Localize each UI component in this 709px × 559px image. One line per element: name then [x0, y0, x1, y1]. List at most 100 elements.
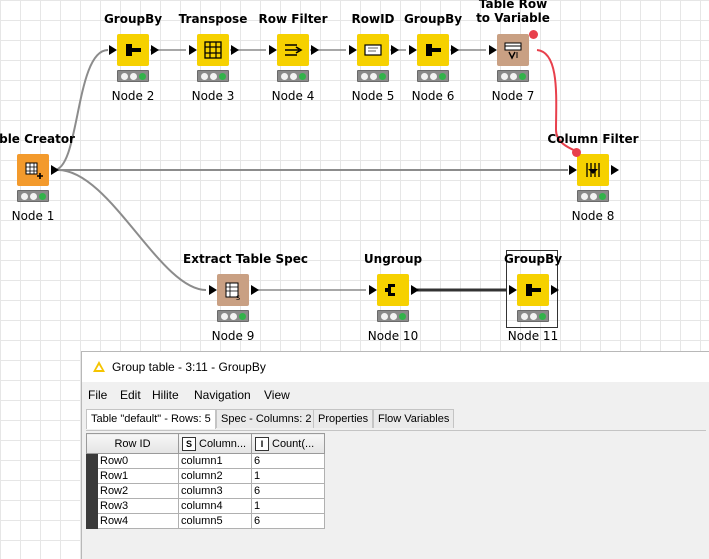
- node-title[interactable]: to Variable: [476, 11, 550, 25]
- status-green-light: [539, 313, 546, 320]
- rowid-icon[interactable]: [357, 34, 389, 66]
- menu-navigation[interactable]: Navigation: [194, 388, 251, 402]
- node-title[interactable]: GroupBy: [103, 12, 163, 26]
- variable-input-port[interactable]: [572, 148, 581, 157]
- column-filter-icon[interactable]: [577, 154, 609, 186]
- node-label[interactable]: Node 5: [351, 89, 395, 103]
- node-label[interactable]: Node 4: [271, 89, 315, 103]
- node-status-traffic-light: [497, 70, 529, 82]
- output-port[interactable]: [391, 45, 399, 55]
- input-port[interactable]: [209, 285, 217, 295]
- node-title[interactable]: RowID: [351, 12, 395, 26]
- output-port[interactable]: [611, 165, 619, 175]
- ungroup-icon[interactable]: [377, 274, 409, 306]
- node-status-traffic-light: [117, 70, 149, 82]
- status-light: [421, 73, 428, 80]
- groupby-icon[interactable]: [417, 34, 449, 66]
- variable-output-port[interactable]: [529, 30, 538, 39]
- output-port[interactable]: [311, 45, 319, 55]
- node-title[interactable]: GroupBy: [503, 252, 563, 266]
- status-green-light: [39, 193, 46, 200]
- output-port[interactable]: [251, 285, 259, 295]
- output-port[interactable]: [551, 285, 559, 295]
- count-cell: 6: [251, 513, 325, 529]
- node-title[interactable]: Row Filter: [258, 12, 328, 26]
- node-label[interactable]: Node 3: [191, 89, 235, 103]
- status-light: [361, 73, 368, 80]
- node-label[interactable]: Node 11: [507, 329, 559, 343]
- header-rowid[interactable]: Row ID: [86, 433, 179, 454]
- output-port[interactable]: [231, 45, 239, 55]
- node-label[interactable]: Node 10: [367, 329, 419, 343]
- transpose-icon[interactable]: [197, 34, 229, 66]
- row-filter-icon[interactable]: [277, 34, 309, 66]
- node-rowid-5[interactable]: RowID Node 5: [323, 0, 423, 110]
- menu-file[interactable]: File: [88, 388, 108, 402]
- menu-edit[interactable]: Edit: [120, 388, 141, 402]
- input-port[interactable]: [109, 45, 117, 55]
- table-row-to-variable-icon[interactable]: [497, 34, 529, 66]
- row-id-cell: Row2: [97, 483, 179, 499]
- row-id-cell: Row4: [97, 513, 179, 529]
- node-label[interactable]: Node 8: [571, 209, 615, 223]
- table-creator-icon[interactable]: [17, 154, 49, 186]
- status-light: [530, 313, 537, 320]
- node-title[interactable]: Column Filter: [547, 132, 639, 146]
- window-titlebar[interactable]: Group table - 3:11 - GroupBy: [82, 352, 709, 382]
- node-label[interactable]: Node 6: [411, 89, 455, 103]
- input-port[interactable]: [489, 45, 497, 55]
- column-cell: column1: [178, 453, 252, 469]
- node-label[interactable]: Node 2: [111, 89, 155, 103]
- tab-spec[interactable]: Spec - Columns: 2: [216, 409, 317, 428]
- input-port[interactable]: [409, 45, 417, 55]
- node-title[interactable]: Extract Table Spec: [183, 252, 308, 266]
- tab-table[interactable]: Table "default" - Rows: 5: [86, 409, 216, 429]
- groupby-icon[interactable]: [117, 34, 149, 66]
- node-label[interactable]: Node 9: [211, 329, 255, 343]
- tab-flow-variables[interactable]: Flow Variables: [373, 409, 455, 428]
- output-port[interactable]: [151, 45, 159, 55]
- menu-hilite[interactable]: Hilite: [152, 388, 179, 402]
- node-label[interactable]: Node 1: [11, 209, 55, 223]
- status-light: [201, 73, 208, 80]
- node-title[interactable]: GroupBy: [403, 12, 463, 26]
- node-title[interactable]: Transpose: [178, 12, 248, 26]
- input-port[interactable]: [369, 285, 377, 295]
- output-port[interactable]: [51, 165, 59, 175]
- menu-view[interactable]: View: [264, 388, 290, 402]
- node-title[interactable]: Table Row: [478, 0, 548, 11]
- tab-properties[interactable]: Properties: [313, 409, 374, 428]
- input-port[interactable]: [509, 285, 517, 295]
- input-port[interactable]: [569, 165, 577, 175]
- input-port[interactable]: [189, 45, 197, 55]
- extract-table-spec-icon[interactable]: s: [217, 274, 249, 306]
- input-port[interactable]: [269, 45, 277, 55]
- node-label[interactable]: Node 7: [491, 89, 535, 103]
- node-title[interactable]: Ungroup: [363, 252, 423, 266]
- count-cell: 6: [251, 483, 325, 499]
- node-title[interactable]: able Creator: [0, 132, 75, 146]
- output-port[interactable]: [411, 285, 419, 295]
- input-port[interactable]: [349, 45, 357, 55]
- groupby-icon[interactable]: [517, 274, 549, 306]
- output-port[interactable]: [451, 45, 459, 55]
